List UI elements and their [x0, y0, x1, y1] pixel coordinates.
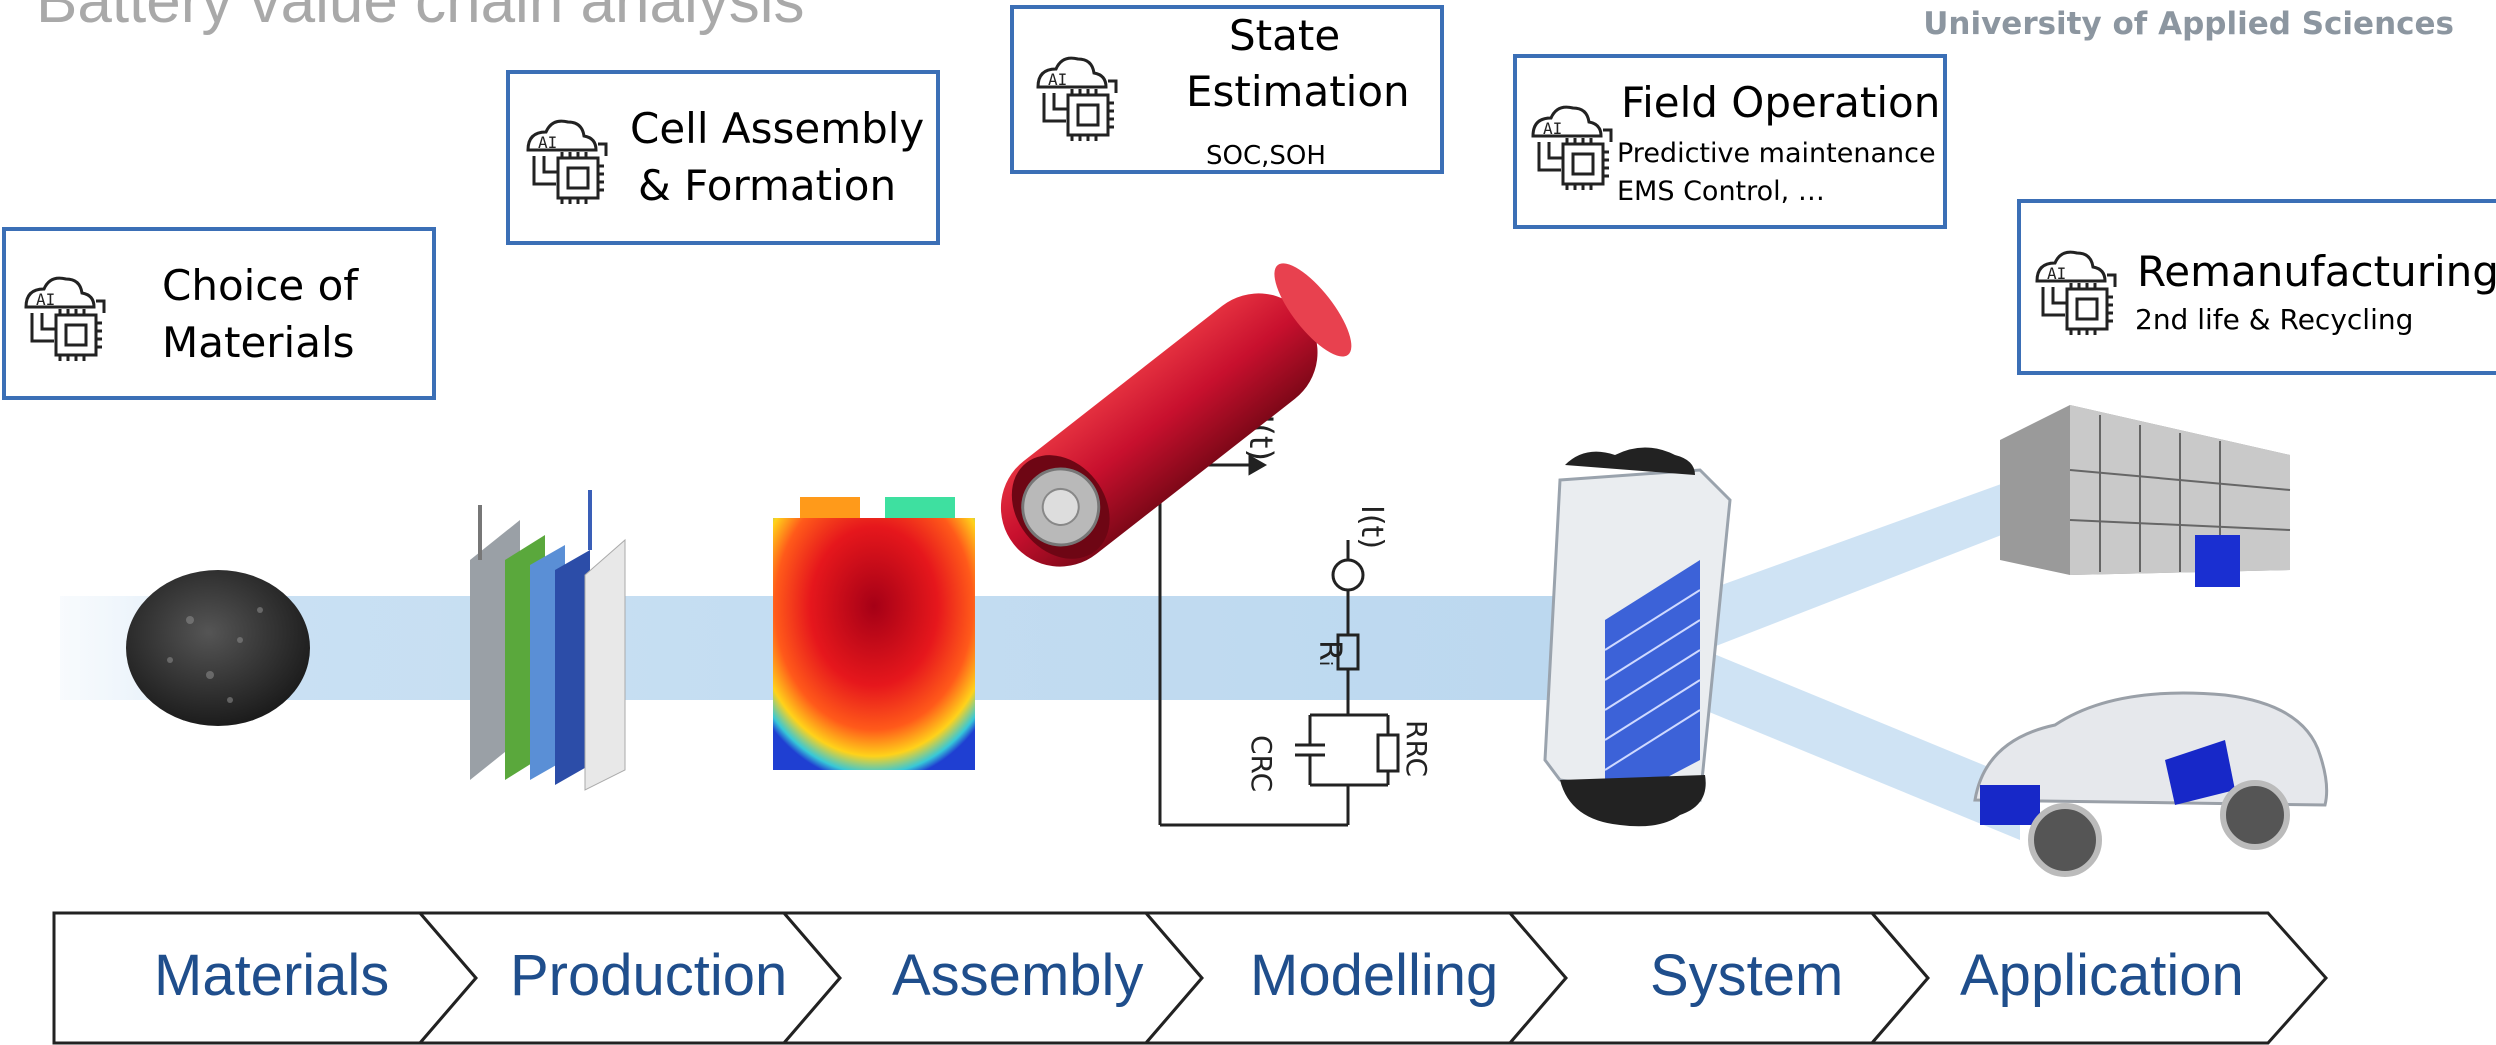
circuit-crc-label: CRC — [1245, 735, 1278, 792]
ai-chip-icon: AI — [24, 276, 106, 361]
pouch-cell-heatmap — [773, 497, 975, 770]
box-title-line1: Field Operation — [1621, 78, 1941, 127]
box-title-line2: Estimation — [1186, 67, 1410, 116]
battery-pack — [1543, 447, 1732, 827]
stage-label-system: System — [1650, 943, 1844, 1008]
material-pile — [126, 570, 310, 726]
box-title-line1: State — [1229, 11, 1341, 60]
box-subtitle: SOC,SOH — [1206, 141, 1326, 171]
box-title-line1: Remanufacturing — [2137, 247, 2496, 296]
svg-text:AI: AI — [36, 290, 55, 309]
box-subtitle-line2: EMS Control, … — [1617, 176, 1825, 207]
page-title: Battery value chain analysis — [36, 0, 805, 36]
box-title-line2: & Formation — [638, 161, 897, 210]
svg-text:AI: AI — [538, 133, 557, 152]
car-image — [1973, 691, 2329, 877]
box-subtitle-line1: Predictive maintenance — [1617, 138, 1936, 169]
box-remanufacturing: AI Remanufacturing 2nd life & Recycling — [2017, 199, 2496, 375]
circuit-ri-label: Rᵢ — [1312, 640, 1347, 666]
institution-name: University of Applied Sciences — [1923, 6, 2454, 42]
box-cell-assembly: AI Cell Assembly & Formation — [506, 70, 940, 245]
ai-chip-icon: AI — [1531, 105, 1613, 190]
box-state-estimation: AI State Estimation SOC,SOH — [1010, 5, 1444, 174]
stage-label-production: Production — [510, 943, 788, 1008]
svg-text:AI: AI — [2047, 264, 2066, 283]
circuit-rrc-label: RRC — [1400, 720, 1433, 777]
cylindrical-cell — [1000, 263, 1352, 567]
box-field-operation: AI Field Operation Predictive maintenanc… — [1513, 54, 1947, 229]
box-subtitle: 2nd life & Recycling — [2135, 303, 2414, 336]
box-title-line2: Materials — [162, 318, 355, 367]
stage-label-application: Application — [1960, 943, 2244, 1008]
circuit-current-label: I(t) — [1354, 505, 1389, 549]
beam-to-building — [1680, 470, 2040, 660]
ai-chip-icon: AI — [2035, 250, 2117, 335]
ai-chip-icon: AI — [1036, 56, 1118, 141]
svg-text:AI: AI — [1543, 119, 1562, 138]
stage-label-materials: Materials — [154, 943, 390, 1008]
stage-label-modelling: Modelling — [1250, 943, 1499, 1008]
ai-chip-icon: AI — [526, 119, 608, 204]
box-title-line1: Choice of — [162, 261, 359, 310]
svg-text:AI: AI — [1048, 70, 1067, 89]
stage-label-assembly: Assembly — [892, 943, 1144, 1008]
box-title-line1: Cell Assembly — [630, 104, 925, 153]
electrode-stack — [470, 490, 626, 791]
beam-to-car — [1680, 640, 2020, 840]
building-image — [2000, 405, 2291, 587]
box-choice-of-materials: AI Choice of Materials — [2, 227, 436, 400]
